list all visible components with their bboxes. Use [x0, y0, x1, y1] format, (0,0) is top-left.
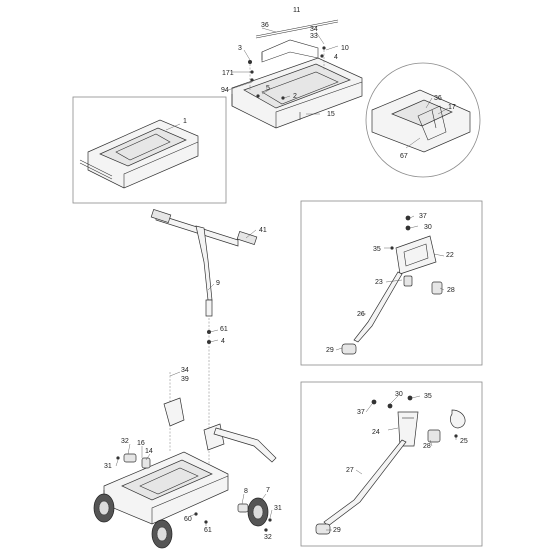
callout-34-mast: 34 — [181, 367, 189, 374]
lower-lever-detail-box — [300, 381, 483, 547]
callout-3: 3 — [238, 45, 242, 52]
callout-16: 16 — [137, 440, 145, 447]
callout-61: 61 — [220, 326, 228, 333]
callout-30-lower: 30 — [395, 391, 403, 398]
callout-11: 11 — [293, 7, 300, 14]
callout-2: 2 — [293, 93, 297, 100]
callout-36: 36 — [261, 22, 269, 29]
upper-lever-detail-box — [300, 200, 483, 366]
callout-10: 10 — [341, 45, 349, 52]
callout-41: 41 — [259, 227, 267, 234]
callout-171: 171 — [222, 70, 234, 77]
base-cart-assembly — [93, 397, 277, 549]
callout-15: 15 — [327, 111, 335, 118]
callout-37-lower: 37 — [357, 409, 365, 416]
callout-37-upper: 37 — [419, 213, 427, 220]
wheel-front-right — [151, 519, 173, 549]
callout-25: 25 — [460, 438, 468, 445]
callout-27: 27 — [346, 467, 354, 474]
callout-34: 34 — [310, 26, 318, 33]
callout-22: 22 — [446, 252, 454, 259]
callout-30-upper: 30 — [424, 224, 432, 231]
callout-32-right: 32 — [264, 534, 272, 541]
callout-14: 14 — [145, 448, 153, 455]
callout-7: 7 — [266, 487, 270, 494]
callout-4-mast: 4 — [221, 338, 225, 345]
handle-mast-assembly — [150, 208, 258, 470]
callout-28-upper: 28 — [447, 287, 455, 294]
top-frame-assembly — [227, 19, 363, 129]
callout-35-upper: 35 — [373, 246, 381, 253]
wheel-rear-right — [247, 497, 269, 527]
callout-17: 17 — [448, 104, 456, 111]
callout-31-left: 31 — [104, 463, 112, 470]
callout-94: 94 — [221, 87, 229, 94]
callout-8: 8 — [244, 488, 248, 495]
callout-39: 39 — [181, 376, 189, 383]
callout-29-upper: 29 — [326, 347, 334, 354]
callout-29-lower: 29 — [333, 527, 341, 534]
callout-5: 5 — [266, 85, 270, 92]
callout-28-lower: 28 — [423, 443, 431, 450]
callout-1: 1 — [183, 118, 187, 125]
callout-4: 4 — [334, 54, 338, 61]
callout-24: 24 — [372, 429, 380, 436]
callout-31-right: 31 — [274, 505, 282, 512]
callout-61-base: 61 — [204, 527, 212, 534]
callout-32-left: 32 — [121, 438, 129, 445]
callout-35-lower: 35 — [424, 393, 432, 400]
detail-circle-view — [365, 62, 481, 178]
wheel-front-left — [93, 493, 115, 523]
callout-67: 67 — [400, 153, 408, 160]
callout-33: 33 — [310, 33, 318, 40]
callout-60: 60 — [184, 516, 192, 523]
callout-36-detail: 36 — [434, 95, 442, 102]
callout-9: 9 — [216, 280, 220, 287]
frame-detail-box — [72, 96, 227, 204]
callout-26: 26 — [357, 311, 365, 318]
callout-23: 23 — [375, 279, 383, 286]
